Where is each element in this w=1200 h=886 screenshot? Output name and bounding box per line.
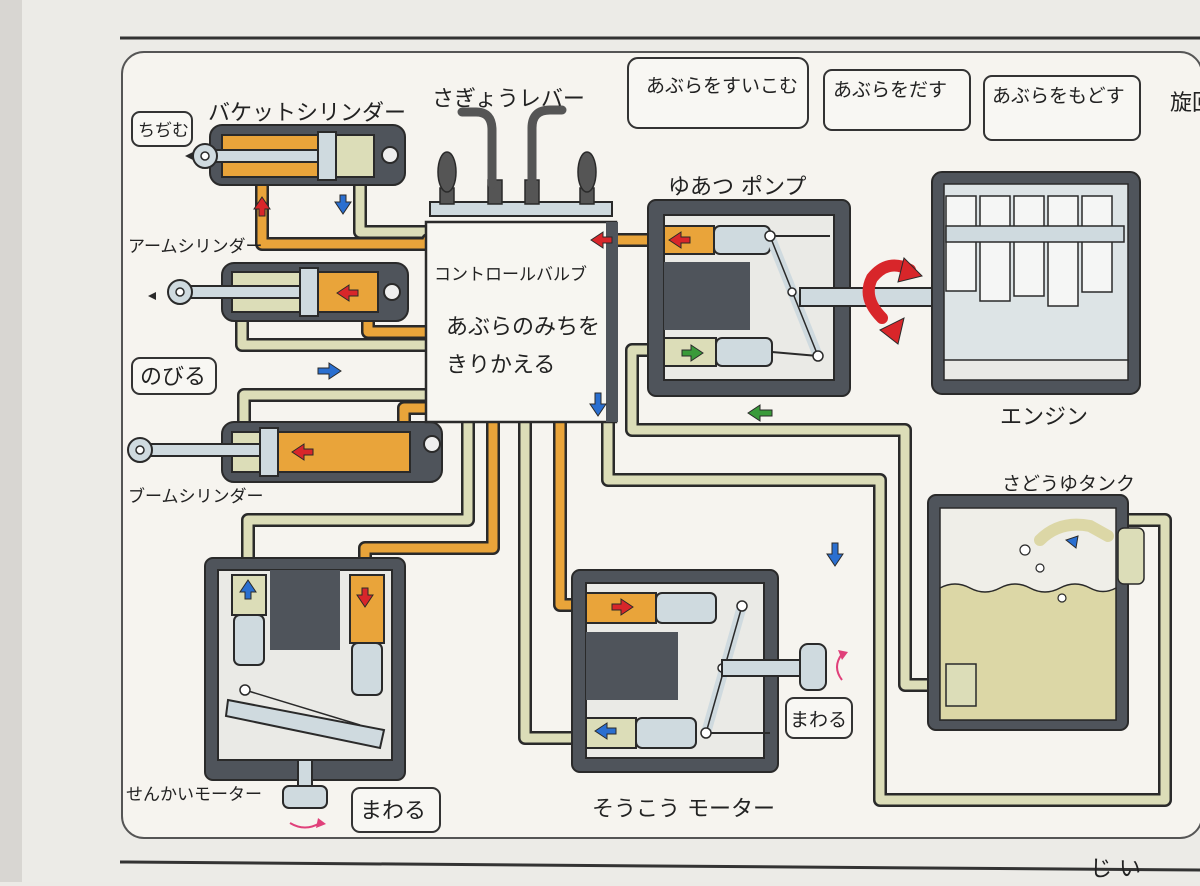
legend-suction-box [627, 57, 809, 129]
tank-label: さどうゆタンク [1002, 473, 1135, 495]
control-valve-desc-2: きりかえる [446, 353, 555, 378]
swing-rotate-box [351, 787, 441, 833]
travel-rotate-box [785, 697, 853, 739]
travel-motor [571, 569, 848, 773]
control-valve-title: コントロールバルブ [434, 264, 587, 285]
travel-motor-label: そうこう モーター [592, 797, 775, 822]
hydraulic-pump [647, 199, 941, 397]
legend-return-box [983, 75, 1141, 141]
bucket-cylinder-label: バケットシリンダー [208, 101, 406, 126]
bottom-rule [119, 860, 1200, 872]
boom-cylinder [127, 421, 443, 483]
legend-return-label: あぶらをもどす [992, 85, 1125, 107]
pump-label: ゆあつ ポンプ [668, 175, 806, 200]
legend-supply-label: あぶらをだす [833, 79, 947, 101]
lever-label: さぎょうレバー [432, 87, 585, 112]
margin-text-bottom: じ い [1090, 857, 1141, 882]
arm-cylinder [167, 262, 409, 322]
extend-label-box [131, 357, 217, 395]
travel-rotate-label: まわる [790, 709, 847, 731]
boom-cylinder-label: ブームシリンダー [128, 486, 264, 507]
shrink-label-box [131, 111, 193, 147]
swing-motor-label: せんかいモーター [126, 785, 262, 805]
operating-levers [429, 105, 613, 217]
legend-suction-label: あぶらをすいこむ [646, 75, 798, 97]
shrink-label: ちぢむ [138, 121, 189, 141]
swing-motor [204, 557, 406, 829]
legend-supply-box [823, 69, 971, 131]
swing-rotate-label: まわる [360, 799, 426, 824]
margin-text-right: 旋回 [1170, 91, 1200, 116]
control-valve-desc-1: あぶらのみちを [446, 315, 600, 340]
oil-tank [927, 494, 1145, 731]
control-valve [424, 220, 618, 424]
legend [627, 57, 1141, 141]
engine [862, 171, 1141, 395]
extend-label: のびる [140, 365, 206, 390]
bucket-cylinder [192, 124, 406, 186]
arm-cylinder-label: アームシリンダー [128, 237, 262, 257]
binding-shadow [0, 0, 22, 882]
engine-label: エンジン [1000, 405, 1088, 430]
